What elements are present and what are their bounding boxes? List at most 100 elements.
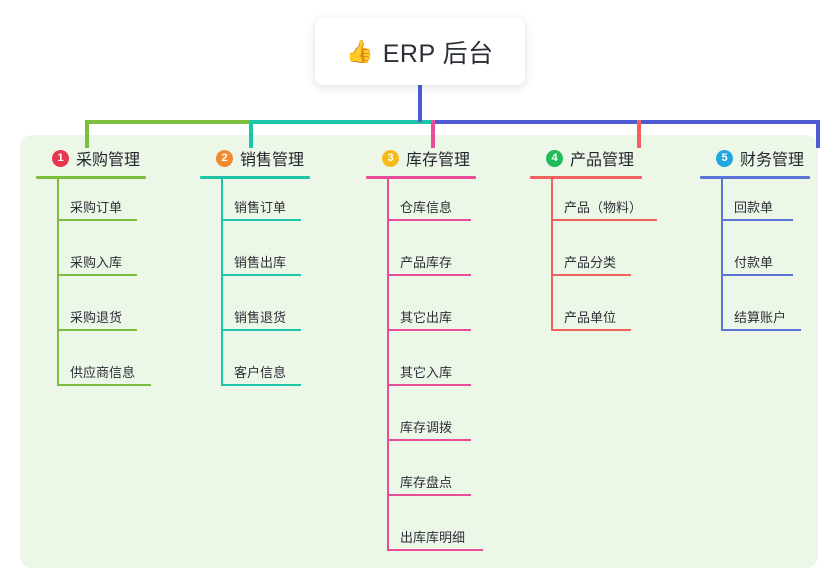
column-title-rule [200,176,310,179]
list-item[interactable]: 产品单位 [530,289,642,344]
list-item-label: 采购入库 [70,255,123,270]
connector-stem [418,85,422,122]
root-title-card[interactable]: 👍 ERP 后台 [315,18,525,85]
column-header-3[interactable]: 3 库存管理 [366,145,476,171]
list-item-label: 供应商信息 [70,365,136,380]
list-item-rule [387,439,471,441]
column-items-3: 仓库信息产品库存其它出库其它入库库存调拨库存盘点出库库明细 [366,179,483,564]
list-item-label: 采购订单 [70,200,123,215]
list-item-label: 采购退货 [70,310,123,325]
list-item[interactable]: 库存盘点 [366,454,476,509]
list-item-label: 仓库信息 [400,200,453,215]
column-items-2: 销售订单销售出库销售退货客户信息 [200,179,310,399]
list-item-rule [221,274,301,276]
column-title-rule [700,176,810,179]
column-items-4: 产品（物料） 产品分类产品单位 [530,179,657,344]
list-item[interactable]: 供应商信息 [36,344,151,399]
list-item[interactable]: 库存调拨 [366,399,476,454]
list-item[interactable]: 仓库信息 [366,179,476,234]
column-title: 库存管理 [406,152,471,169]
column-items-5: 回款单付款单结算账户 [700,179,810,344]
list-item-rule [387,549,483,551]
list-item-label: 其它出库 [400,310,453,325]
list-item-rule [221,219,301,221]
segment-blue [431,120,820,124]
list-item-rule [221,329,301,331]
list-item-label: 库存盘点 [400,475,453,490]
list-item-rule [387,329,471,331]
list-item[interactable]: 采购退货 [36,289,146,344]
segment-teal [249,120,433,124]
list-item-label: 产品单位 [564,310,617,325]
thumbs-up-icon: 👍 [346,38,374,64]
column-number-badge: 1 [52,149,69,167]
list-item-rule [721,274,793,276]
list-item-label: 客户信息 [234,365,287,380]
stub-product [637,120,641,148]
segment-green [85,120,251,124]
list-item[interactable]: 付款单 [700,234,810,289]
list-item-rule [221,384,301,386]
list-item[interactable]: 采购订单 [36,179,146,234]
list-item[interactable]: 产品（物料） [530,179,657,234]
column-5: 5 财务管理回款单付款单结算账户 [700,145,810,344]
column-spine [387,179,389,551]
list-item[interactable]: 销售出库 [200,234,310,289]
list-item-label: 回款单 [734,200,774,215]
column-spine [551,179,553,331]
list-item-label: 销售出库 [234,255,287,270]
list-item[interactable]: 其它出库 [366,289,476,344]
list-item-rule [551,329,631,331]
list-item[interactable]: 结算账户 [700,289,810,344]
stub-inventory [431,120,435,148]
column-number-badge: 5 [716,149,733,167]
list-item[interactable]: 产品分类 [530,234,642,289]
list-item-rule [387,219,471,221]
column-title-rule [366,176,476,179]
list-item[interactable]: 客户信息 [200,344,310,399]
list-item[interactable]: 采购入库 [36,234,146,289]
stub-purchase [85,120,89,148]
column-spine [221,179,223,386]
list-item[interactable]: 出库库明细 [366,509,483,564]
column-header-1[interactable]: 1 采购管理 [36,145,146,171]
list-item-label: 产品（物料） [564,200,643,215]
stub-sales [249,120,253,148]
list-item[interactable]: 产品库存 [366,234,476,289]
column-number-badge: 3 [382,149,399,167]
column-spine [57,179,59,386]
list-item[interactable]: 销售退货 [200,289,310,344]
column-title: 采购管理 [76,152,141,169]
list-item-rule [551,274,631,276]
list-item[interactable]: 回款单 [700,179,810,234]
list-item-rule [387,384,471,386]
list-item-rule [551,219,657,221]
column-title-rule [36,176,146,179]
list-item[interactable]: 其它入库 [366,344,476,399]
list-item-rule [57,219,137,221]
column-3: 3 库存管理仓库信息产品库存其它出库其它入库库存调拨库存盘点出库库明细 [366,145,483,564]
list-item-label: 销售退货 [234,310,287,325]
list-item-label: 出库库明细 [400,530,466,545]
column-items-1: 采购订单采购入库采购退货供应商信息 [36,179,151,399]
list-item-rule [57,329,137,331]
column-header-2[interactable]: 2 销售管理 [200,145,310,171]
stub-finance [816,120,820,148]
root-title-inner: 👍 ERP 后台 [346,34,493,70]
list-item-rule [387,274,471,276]
column-1: 1 采购管理采购订单采购入库采购退货供应商信息 [36,145,151,399]
column-2: 2 销售管理销售订单销售出库销售退货客户信息 [200,145,310,399]
list-item[interactable]: 销售订单 [200,179,310,234]
column-number-badge: 4 [546,149,563,167]
list-item-rule [57,274,137,276]
column-header-5[interactable]: 5 财务管理 [700,145,810,171]
list-item-rule [721,219,793,221]
column-title: 财务管理 [740,152,805,169]
column-number-badge: 2 [216,149,233,167]
column-title: 销售管理 [240,152,305,169]
root-title-text: ERP 后台 [382,39,494,68]
list-item-label: 其它入库 [400,365,453,380]
